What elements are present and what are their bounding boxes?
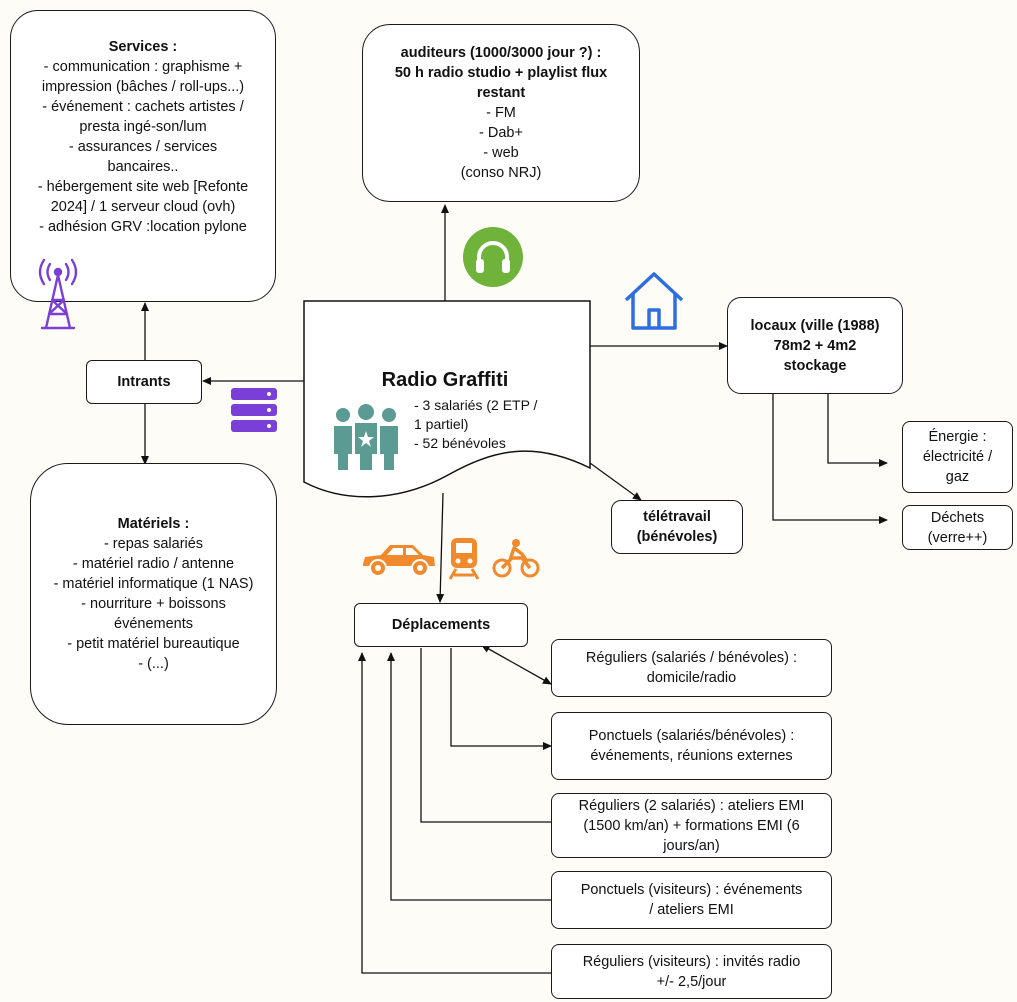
materiels-line: - nourriture + boissons [81, 596, 226, 612]
edge-trip3 [420, 648, 551, 823]
services-line: - assurances / services [68, 139, 218, 155]
auditeurs-line: - Dab+ [479, 125, 523, 141]
trip-box: Réguliers (visiteurs) : invités radio +/… [551, 944, 832, 999]
locaux-line: stockage [783, 357, 847, 374]
services-line: impression (bâches / roll-ups...) [41, 79, 245, 95]
trip-line: jours/an) [663, 837, 720, 854]
server-icon [231, 388, 277, 432]
materiels-box: Matériels : - repas salariés - matériel … [30, 463, 277, 725]
energie-line: Énergie : [928, 429, 987, 445]
edge-locaux-energie [827, 394, 888, 467]
radio-graffiti-title: Radio Graffiti [350, 366, 540, 394]
services-box: Services : - communication : graphisme +… [10, 10, 276, 302]
trip-box: Ponctuels (salariés/bénévoles) : événeme… [551, 712, 832, 780]
people-icon [334, 404, 398, 470]
deplacements-box: Déplacements [354, 603, 528, 647]
edge-locaux-dechets [772, 394, 888, 524]
services-line: - événement : cachets artistes / [42, 99, 244, 115]
radio-title: Radio Graffiti [381, 369, 509, 391]
materiels-title: Matériels : [117, 516, 190, 532]
edge-trip1 [480, 644, 552, 685]
materiels-line: événements [114, 616, 193, 632]
edge-radio-teletravail [589, 462, 642, 501]
auditeurs-line: (conso NRJ) [460, 165, 542, 181]
services-line: - communication : graphisme + [43, 59, 243, 75]
radio-line: - 3 salariés (2 ETP / [414, 397, 538, 413]
trip-line: Réguliers (salariés / bénévoles) : [585, 650, 798, 666]
radio-graffiti-details: - 3 salariés (2 ETP / 1 partiel) - 52 bé… [414, 396, 589, 453]
intrants-box: Intrants [86, 360, 202, 404]
energie-line: gaz [945, 469, 970, 485]
deplacements-label: Déplacements [391, 617, 491, 633]
trip-line: Ponctuels (visiteurs) : événements [580, 882, 803, 898]
trip-box: Ponctuels (visiteurs) : événements / ate… [551, 871, 832, 929]
edge-trip4 [387, 652, 551, 901]
auditeurs-box: auditeurs (1000/3000 jour ?) : 50 h radi… [362, 24, 640, 202]
headphones-icon [463, 227, 523, 287]
services-line: 2024] / 1 serveur cloud (ovh) [50, 199, 236, 215]
auditeurs-title-line: 50 h radio studio + playlist flux [394, 65, 608, 81]
dechets-box: Déchets (verre++) [902, 505, 1013, 550]
edge-radio-deplacements [436, 492, 445, 603]
materiels-line: - (...) [138, 656, 169, 672]
radio-line: 1 partiel) [414, 416, 469, 432]
trip-line: / ateliers EMI [649, 902, 734, 918]
trip-box: Réguliers (2 salariés) : ateliers EMI (1… [551, 793, 832, 858]
trip-line: (1500 km/an) + formations EMI (6 [583, 817, 800, 834]
trip-line: +/- 2,5/jour [656, 973, 727, 990]
dechets-line: (verre++) [927, 529, 988, 546]
trip-line: événements, réunions externes [590, 748, 793, 764]
services-line: presta ingé-son/lum [79, 119, 207, 135]
locaux-line: locaux (ville (1988) [750, 317, 880, 334]
services-line: bancaires.. [107, 159, 179, 175]
car-icon [363, 545, 435, 577]
auditeurs-line: - FM [486, 105, 516, 121]
services-line: - hébergement site web [Refonte [37, 179, 249, 195]
antenna-icon [38, 258, 78, 330]
train-icon [448, 538, 480, 580]
services-line: - adhésion GRV :location pylone [39, 219, 247, 235]
trip-line: Réguliers (visiteurs) : invités radio [582, 953, 801, 970]
motorcycle-icon [492, 539, 540, 578]
trip-line: domicile/radio [646, 670, 737, 686]
edge-trip5 [358, 652, 551, 974]
locaux-line: 78m2 + 4m2 [773, 337, 857, 354]
house-icon [624, 272, 684, 330]
trip-line: Ponctuels (salariés/bénévoles) : [588, 728, 795, 744]
materiels-line: - repas salariés [103, 536, 204, 552]
locaux-box: locaux (ville (1988) 78m2 + 4m2 stockage [727, 297, 903, 394]
materiels-line: - matériel informatique (1 NAS) [53, 576, 254, 592]
energie-line: électricité / [922, 449, 993, 465]
auditeurs-title-line: restant [476, 85, 526, 101]
teletravail-box: télétravail (bénévoles) [611, 500, 743, 554]
trip-line: Réguliers (2 salariés) : ateliers EMI [578, 797, 805, 814]
trip-box: Réguliers (salariés / bénévoles) : domic… [551, 639, 832, 697]
intrants-label: Intrants [117, 374, 171, 390]
energie-box: Énergie : électricité / gaz [902, 421, 1013, 493]
services-title: Services : [108, 39, 178, 55]
materiels-line: - matériel radio / antenne [72, 556, 235, 572]
radio-line: - 52 bénévoles [414, 435, 506, 451]
auditeurs-title-line: auditeurs (1000/3000 jour ?) : [400, 45, 602, 61]
teletravail-line: télétravail [643, 509, 711, 525]
auditeurs-line: - web [483, 145, 519, 161]
teletravail-line: (bénévoles) [636, 529, 718, 545]
dechets-line: Déchets [930, 509, 985, 526]
edge-trip2 [450, 648, 552, 750]
materiels-line: - petit matériel bureautique [67, 636, 240, 652]
